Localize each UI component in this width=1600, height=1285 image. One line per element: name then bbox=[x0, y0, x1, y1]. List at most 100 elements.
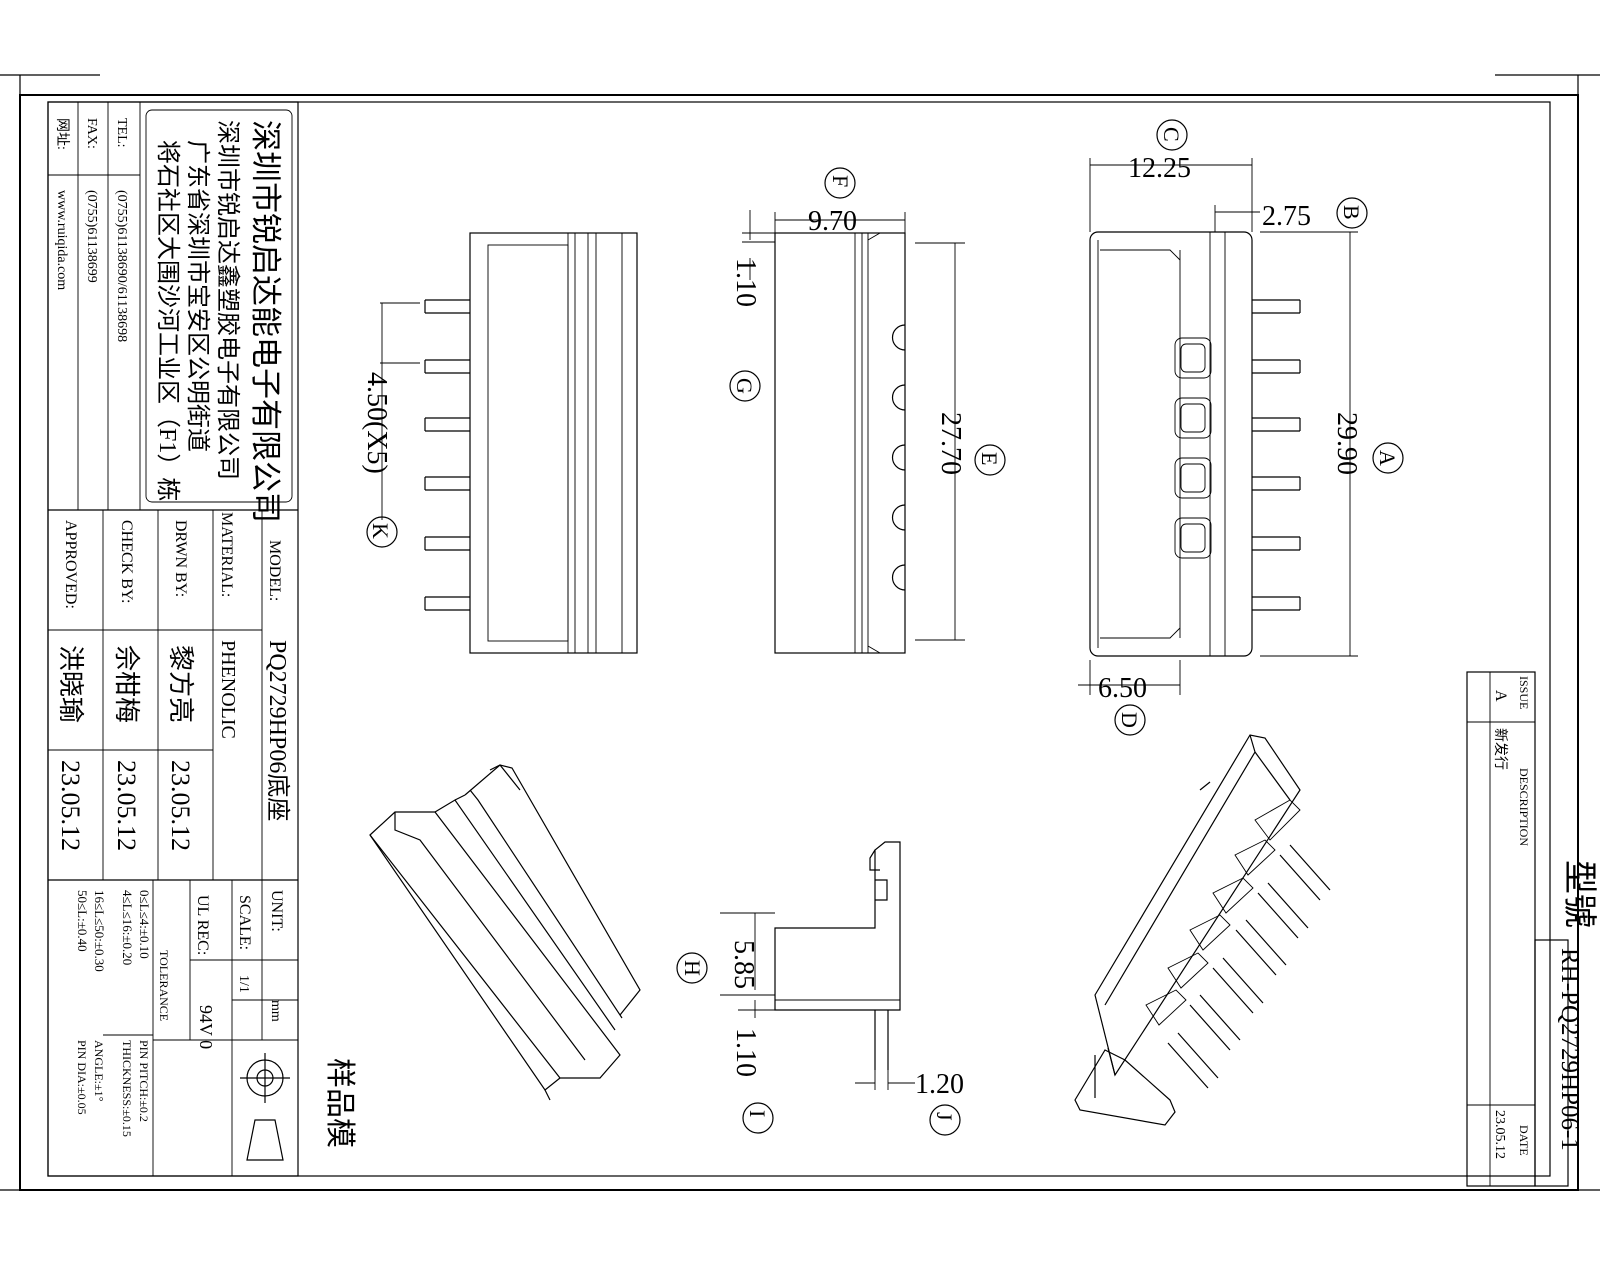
model-label: MODEL: bbox=[266, 540, 283, 601]
title-block bbox=[47, 101, 299, 1177]
dim-J-bubble: J bbox=[929, 1104, 961, 1136]
sample-label: 样品模 bbox=[323, 1058, 356, 1148]
dim-B-line bbox=[1214, 205, 1260, 232]
dim-D-value: 6.50 bbox=[1098, 673, 1147, 704]
scale-value: 1/1 bbox=[236, 975, 251, 993]
dim-B-bubble: B bbox=[1336, 197, 1368, 229]
dim-H-value: 5.85 bbox=[728, 940, 759, 989]
company-box bbox=[145, 109, 293, 503]
part-number: RH-PQ2729HP06-1 bbox=[1556, 948, 1583, 1151]
dim-I-value: 1.10 bbox=[730, 1028, 761, 1077]
issue-value: A bbox=[1492, 690, 1509, 702]
material-value: PHENOLIC bbox=[217, 640, 239, 739]
dim-A-value: 29.90 bbox=[1331, 412, 1362, 475]
dim-G-value: 1.10 bbox=[730, 258, 761, 307]
dim-A-letter: A bbox=[1375, 450, 1400, 466]
tel-value: (0755)61138690/61138698 bbox=[114, 190, 129, 342]
dim-D-letter: D bbox=[1117, 712, 1142, 728]
approved-name: 洪晓瑜 bbox=[56, 645, 85, 723]
dim-A-bubble: A bbox=[1372, 442, 1404, 474]
dim-J-value: 1.20 bbox=[915, 1069, 964, 1100]
tol-1: 0≤L≤4:±0.10 bbox=[137, 890, 152, 959]
description-label: DESCRIPTION bbox=[1517, 768, 1531, 846]
title-block-text: 深圳市锐启达能电子有限公司 深圳市锐启达鑫塑胶电子有限公司 广东省深圳市宝安区公… bbox=[54, 118, 291, 1137]
tol-4: 50≤L:±0.40 bbox=[75, 890, 90, 952]
dim-F-line bbox=[774, 212, 906, 233]
dim-E-line bbox=[915, 242, 965, 641]
dim-C-line bbox=[1089, 158, 1253, 232]
drwn-name: 黎方亮 bbox=[166, 645, 195, 723]
drwn-date: 23.05.12 bbox=[166, 760, 195, 851]
issue-label: ISSUE bbox=[1517, 676, 1531, 709]
date-value: 23.05.12 bbox=[1492, 1110, 1507, 1159]
dim-G-bubble: G bbox=[729, 370, 761, 402]
approved-label: APPROVED: bbox=[62, 520, 79, 609]
factory-name: 深圳市锐启达鑫塑胶电子有限公司 bbox=[214, 120, 241, 480]
web-value: www.ruiqida.com bbox=[54, 190, 69, 290]
fax-label: FAX: bbox=[84, 118, 99, 149]
revision-block: ISSUE A DESCRIPTION 新发行 DATE 23.05.12 型號… bbox=[1466, 671, 1598, 1187]
dim-A-line bbox=[1260, 231, 1358, 657]
dim-K-letter: K bbox=[368, 523, 393, 539]
check-name: 佘柑梅 bbox=[112, 645, 141, 723]
side-view-left bbox=[380, 232, 638, 654]
dim-H-letter: H bbox=[680, 960, 705, 976]
check-label: CHECK BY: bbox=[118, 520, 135, 603]
tolerance-label: TOLERANCE bbox=[157, 950, 171, 1021]
dim-H-line bbox=[720, 912, 775, 996]
dim-F-value: 9.70 bbox=[808, 206, 857, 237]
dim-F-letter: F bbox=[828, 175, 853, 187]
dim-G-letter: G bbox=[732, 378, 757, 394]
company-name: 深圳市锐启达能电子有限公司 bbox=[248, 120, 283, 523]
part-label: 型號 bbox=[1560, 860, 1598, 928]
drwn-label: DRWN BY: bbox=[172, 520, 189, 597]
dim-J-letter: J bbox=[932, 1112, 957, 1121]
end-view bbox=[774, 841, 901, 1070]
top-view bbox=[1089, 231, 1301, 657]
dim-K-bubble: K bbox=[366, 516, 398, 548]
tol-2: 4≤L≤16:±0.20 bbox=[120, 890, 135, 965]
address-line-2: 将石社区大围沙河工业区（F1）栋 bbox=[154, 140, 181, 501]
isometric-view-right bbox=[1074, 734, 1331, 1126]
check-date: 23.05.12 bbox=[112, 760, 141, 851]
address-line-1: 广东省深圳市宝安区公明街道 bbox=[184, 140, 211, 452]
isometric-view-left bbox=[369, 764, 641, 1101]
fax-value: (0755)61138699 bbox=[84, 190, 99, 283]
dim-C-letter: C bbox=[1159, 127, 1184, 142]
ul-label: UL REC: bbox=[194, 895, 211, 955]
dim-E-letter: E bbox=[977, 452, 1002, 465]
dim-E-bubble: E bbox=[974, 444, 1006, 476]
projection-symbol-icon bbox=[240, 1053, 290, 1161]
dim-H-bubble: H bbox=[676, 952, 708, 984]
tol-5: PIN PITCH:±0.2 bbox=[137, 1040, 151, 1122]
side-view-center bbox=[774, 232, 906, 654]
scale-label: SCALE: bbox=[236, 895, 253, 950]
tol-3: 16≤L≤50:±0.30 bbox=[92, 890, 107, 972]
material-label: MATERIAL: bbox=[218, 512, 235, 597]
dim-B-letter: B bbox=[1339, 205, 1364, 220]
unit-value: mm bbox=[268, 1000, 283, 1022]
web-label: 网址: bbox=[54, 118, 70, 150]
dim-B-value: 2.75 bbox=[1262, 201, 1311, 232]
dim-K-value: 4.50(X5) bbox=[361, 372, 392, 474]
dim-C-bubble: C bbox=[1156, 119, 1188, 151]
unit-label: UNIT: bbox=[268, 890, 285, 932]
dim-I-bubble: I bbox=[742, 1102, 774, 1134]
dim-E-value: 27.70 bbox=[935, 412, 966, 475]
tol-7: ANGLE:±1° bbox=[92, 1040, 106, 1102]
dim-J-line bbox=[855, 1070, 915, 1090]
description-value: 新发行 bbox=[1492, 728, 1508, 770]
tol-8: PIN DIA:±0.05 bbox=[75, 1040, 89, 1115]
approved-date: 23.05.12 bbox=[56, 760, 85, 851]
dim-C-value: 12.25 bbox=[1128, 153, 1191, 184]
dim-D-line bbox=[1078, 660, 1181, 695]
dim-I-letter: I bbox=[745, 1110, 770, 1117]
dim-F-bubble: F bbox=[824, 167, 856, 199]
dim-G-line bbox=[742, 210, 775, 280]
outer-border bbox=[19, 94, 1579, 1191]
dim-I-line bbox=[738, 1000, 775, 1018]
tol-6: THICKNESS:±0.15 bbox=[120, 1040, 134, 1137]
model-value: PQ2729HP06底座 bbox=[264, 640, 291, 821]
